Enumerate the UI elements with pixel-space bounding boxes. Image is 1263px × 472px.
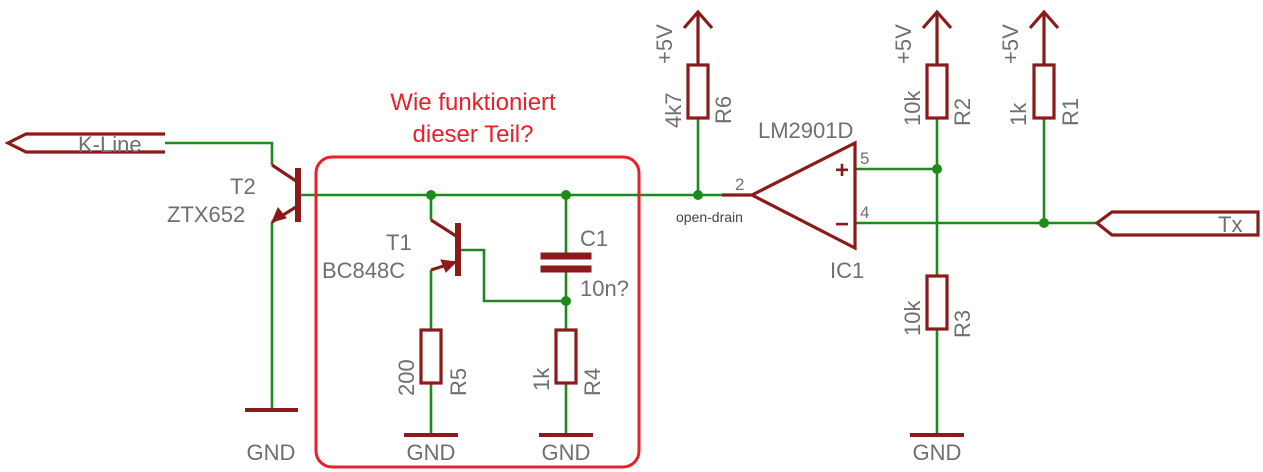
ic1-pin-plus: 5	[860, 149, 869, 168]
annotation-line1: Wie funktioniert	[390, 89, 556, 116]
ic1-triangle	[748, 140, 857, 251]
port-kline-label: K-Line	[78, 132, 142, 157]
resistor-r6: 4k7 R6	[661, 63, 736, 128]
capacitor-c1: C1 10n?	[540, 226, 629, 301]
r6-body	[686, 63, 710, 120]
wires	[165, 118, 1097, 435]
gnd-r4-label: GND	[542, 440, 591, 465]
port-tx: Tx	[1094, 210, 1260, 237]
comparator-ic1: LM2901D IC1 + − 5 4 2 open-drain	[676, 118, 869, 283]
vcc-r1-label: +5V	[998, 24, 1023, 64]
junction-output	[693, 190, 703, 200]
port-tx-shape	[1094, 210, 1260, 237]
ic1-part: LM2901D	[758, 118, 853, 143]
junction-plus-node	[932, 164, 942, 174]
junction-c1-r4	[561, 296, 571, 306]
wire-t1-base	[458, 248, 566, 303]
t1-name: T1	[386, 230, 412, 255]
c1-plate-bottom	[540, 265, 592, 273]
t2-name: T2	[230, 174, 256, 199]
annotation-box	[314, 155, 641, 469]
r1-body	[1032, 63, 1056, 120]
t2-part: ZTX652	[167, 202, 245, 227]
ic1-pin-minus: 4	[860, 203, 869, 222]
r6-name: R6	[711, 96, 736, 124]
supply-r6: +5V	[652, 9, 714, 65]
resistor-r4: 1k R4	[529, 328, 605, 396]
junction-c1-top	[561, 190, 571, 200]
resistor-r2: 10k R2	[900, 63, 975, 126]
wire-kline	[165, 141, 274, 165]
ic1-minus-sign: −	[835, 211, 849, 238]
gnd-r4: GND	[539, 433, 593, 465]
c1-value: 10n?	[580, 276, 629, 301]
r5-body	[419, 328, 443, 385]
transistor-t1: T1 BC848C	[322, 218, 461, 283]
t1-collector	[430, 218, 457, 238]
ic1-name: IC1	[830, 258, 864, 283]
vcc-r6-label: +5V	[652, 24, 677, 64]
supply-r1: +5V	[998, 9, 1060, 65]
vcc-r2-label: +5V	[891, 24, 916, 64]
r1-value: 1k	[1006, 102, 1031, 126]
r3-name: R3	[950, 310, 975, 338]
gnd-r5-label: GND	[407, 440, 456, 465]
r3-value: 10k	[900, 300, 925, 336]
gnd-r3-label: GND	[913, 440, 962, 465]
t1-part: BC848C	[322, 258, 405, 283]
r6-value: 4k7	[661, 93, 686, 128]
t1-arrow	[440, 259, 458, 273]
vcc-r6-arrow-icon	[682, 9, 714, 30]
vcc-r2-arrow-icon	[921, 9, 953, 30]
ic1-output-note: open-drain	[676, 209, 743, 225]
r2-body	[925, 63, 949, 120]
port-kline-shape	[4, 132, 165, 154]
transistor-t2: T2 ZTX652	[167, 163, 301, 227]
c1-name: C1	[580, 226, 608, 251]
gnd-t2: GND	[245, 408, 298, 465]
resistor-r5: 200 R5	[394, 328, 471, 396]
r4-value: 1k	[529, 367, 554, 391]
junction-t1-collector	[426, 190, 436, 200]
r5-value: 200	[394, 359, 419, 396]
vcc-r1-arrow-icon	[1028, 9, 1060, 30]
gnd-t2-label: GND	[247, 440, 296, 465]
annotation: Wie funktioniert dieser Teil?	[314, 89, 641, 469]
t2-collector	[271, 163, 297, 183]
ic1-pin-out: 2	[735, 175, 744, 194]
junctions	[426, 164, 1049, 306]
r3-body	[925, 274, 949, 331]
port-kline: K-Line	[4, 132, 165, 157]
t2-arrow	[271, 207, 287, 223]
r1-name: R1	[1058, 98, 1083, 126]
r4-body	[554, 328, 578, 385]
annotation-line2: dieser Teil?	[413, 121, 534, 148]
r5-name: R5	[446, 368, 471, 396]
resistor-r1: 1k R1	[1006, 63, 1083, 126]
gnd-r5: GND	[404, 433, 458, 465]
supply-r2: +5V	[891, 9, 953, 65]
r4-name: R4	[580, 368, 605, 396]
gnd-r3: GND	[910, 433, 964, 465]
port-tx-label: Tx	[1218, 212, 1242, 237]
r2-name: R2	[950, 98, 975, 126]
r2-value: 10k	[900, 90, 925, 126]
ic1-plus-sign: +	[835, 157, 849, 184]
junction-tx-node	[1039, 218, 1049, 228]
resistor-r3: 10k R3	[900, 274, 975, 338]
c1-plate-top	[540, 252, 592, 260]
